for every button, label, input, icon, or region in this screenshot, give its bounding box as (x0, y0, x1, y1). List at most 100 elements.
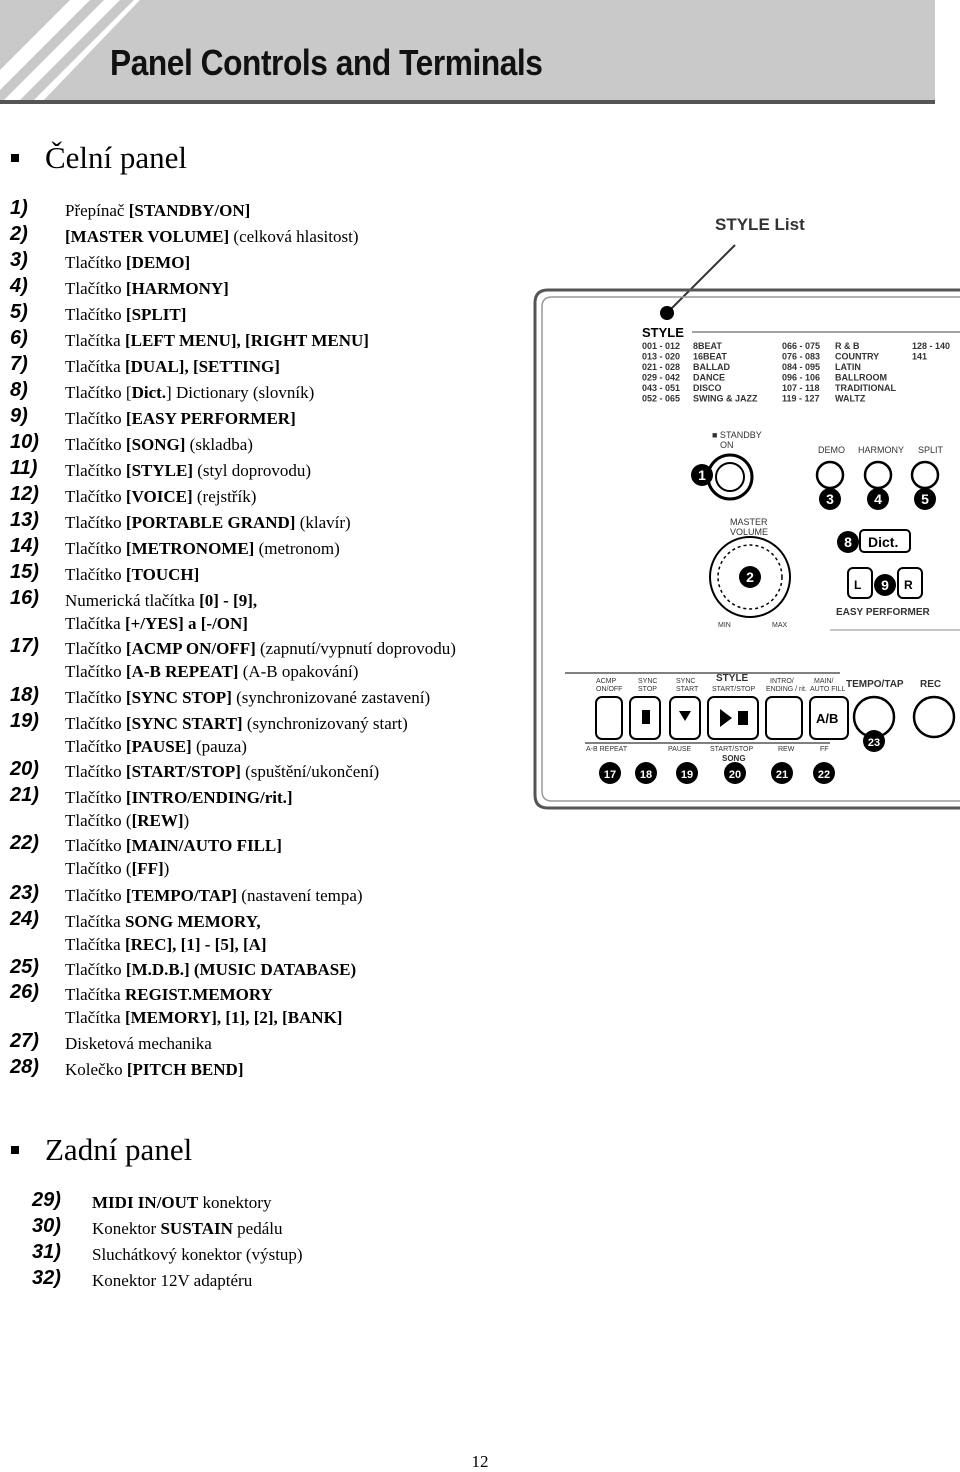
style-genre: WALTZ (835, 394, 866, 404)
svg-text:1: 1 (698, 467, 706, 483)
style-genre: LATIN (835, 362, 861, 372)
item-number: 27) (10, 1030, 39, 1052)
ab-repeat-label: A-B REPEAT (586, 746, 628, 753)
item-text: Tlačítko [SPLIT] (65, 305, 187, 324)
item-text-line2: Tlačítko [PAUSE] (pauza) (65, 737, 247, 756)
svg-text:8: 8 (844, 534, 852, 550)
style-buttons (595, 696, 849, 740)
item-number: 16) (10, 587, 39, 609)
item-text-line2: Tlačítko ([REW]) (65, 811, 190, 830)
svg-text:22: 22 (818, 769, 830, 781)
callout-3: 3 (819, 488, 841, 510)
callout-19: 19 (676, 762, 698, 784)
start-stop-label: START/STOP (712, 686, 756, 693)
dict-button (859, 529, 911, 553)
item-text-line2: Tlačítka [MEMORY], [1], [2], [BANK] (65, 1008, 343, 1027)
item-text: Tlačítko [START/STOP] (spuštění/ukončení… (65, 762, 380, 781)
intro-label-2: ENDING / rit. (766, 686, 807, 693)
right-menu-button (897, 567, 923, 599)
item-number: 13) (10, 509, 39, 531)
item-text: Tlačítko [STYLE] (styl doprovodu) (65, 461, 312, 480)
item-number: 20) (10, 758, 39, 780)
svg-text:23: 23 (868, 737, 880, 749)
style-range: 066 - 075 (782, 341, 820, 351)
item-number: 7) (10, 353, 28, 375)
master-label: MASTER (730, 517, 768, 527)
style-genre: DISCO (693, 383, 722, 393)
callout-22: 22 (813, 762, 835, 784)
item-text: Tlačítka [LEFT MENU], [RIGHT MENU] (65, 331, 369, 350)
item-number: 1) (10, 197, 28, 219)
style-genre: R & B (835, 341, 860, 351)
style-range: 084 - 095 (782, 362, 820, 372)
min-label: MIN (718, 622, 731, 629)
song-start-stop-label: START/STOP (710, 746, 754, 753)
style-range: 119 - 127 (782, 394, 820, 404)
callout-20: 20 (724, 762, 746, 784)
svg-text:4: 4 (874, 491, 882, 507)
item-number: 9) (10, 405, 28, 427)
sync-stop-label: SYNC (638, 678, 657, 685)
header-banner: Panel Controls and Terminals (0, 0, 935, 104)
item-number: 25) (10, 956, 39, 978)
item-number: 11) (10, 457, 38, 479)
split-button (910, 460, 940, 490)
item-text: Tlačítka SONG MEMORY, (65, 912, 261, 931)
item-text: Tlačítko [SYNC STOP] (synchronizované za… (65, 688, 431, 707)
item-text: Kolečko [PITCH BEND] (65, 1060, 244, 1079)
on-label: ON (720, 440, 734, 450)
item-text: Tlačítko [TOUCH] (65, 565, 200, 584)
svg-text:5: 5 (921, 491, 929, 507)
split-label: SPLIT (918, 445, 944, 455)
style-genre: BALLAD (693, 362, 730, 372)
item-text: Sluchátkový konektor (výstup) (92, 1245, 303, 1264)
style-range: 013 - 020 (642, 352, 680, 362)
item-number: 26) (10, 981, 39, 1003)
item-text: Přepínač [STANDBY/ON] (65, 201, 251, 220)
item-number: 3) (10, 249, 28, 271)
callout-2: 2 (739, 566, 761, 588)
item-text: Tlačítko [SONG] (skladba) (65, 435, 253, 454)
rew-label: REW (778, 746, 795, 753)
tempo-tap-label: TEMPO/TAP (846, 679, 904, 690)
square-bullet-icon (11, 1146, 19, 1154)
page-title: Panel Controls and Terminals (110, 42, 543, 83)
harmony-label: HARMONY (858, 445, 904, 455)
svg-text:18: 18 (640, 769, 652, 781)
rec-button (912, 695, 956, 739)
item-text-line2: Tlačítko [A-B REPEAT] (A-B opakování) (65, 662, 359, 681)
item-text: Tlačítka [DUAL], [SETTING] (65, 357, 280, 376)
item-number: 21) (10, 784, 39, 806)
sync-stop-glyph (642, 710, 650, 724)
callout-18: 18 (635, 762, 657, 784)
song-label: SONG (722, 754, 746, 763)
style-range: 076 - 083 (782, 352, 820, 362)
item-number: 12) (10, 483, 39, 505)
item-number: 29) (32, 1189, 61, 1211)
callout-8: 8 (837, 531, 859, 553)
ab-label: A/B (816, 711, 838, 726)
main-label-2: AUTO FILL (810, 686, 845, 693)
item-number: 10) (10, 431, 39, 453)
item-text: Tlačítko [SYNC START] (synchronizovaný s… (65, 714, 408, 733)
acmp-label: ACMP (596, 678, 617, 685)
item-text: Tlačítko [PORTABLE GRAND] (klavír) (65, 513, 351, 532)
l-label: L (854, 578, 861, 592)
item-text-line2: Tlačítko ([FF]) (65, 859, 170, 878)
item-number: 15) (10, 561, 39, 583)
item-number: 22) (10, 832, 39, 854)
callout-9: 9 (874, 574, 896, 596)
standby-button (706, 453, 754, 501)
play-icon (720, 709, 732, 727)
item-text: Tlačítko [METRONOME] (metronom) (65, 539, 340, 558)
style-range: 128 - 140 (912, 341, 950, 351)
item-text: Tlačítko [VOICE] (rejstřík) (65, 487, 257, 506)
callout-21: 21 (771, 762, 793, 784)
sync-start-label: SYNC (676, 678, 695, 685)
style-genre: DANCE (693, 373, 725, 383)
style-list-label: STYLE List (715, 215, 805, 234)
item-text: Tlačítko [Dict.] Dictionary (slovník) (65, 383, 315, 402)
max-label: MAX (772, 622, 788, 629)
item-text: Tlačítko [TEMPO/TAP] (nastavení tempa) (65, 886, 363, 905)
